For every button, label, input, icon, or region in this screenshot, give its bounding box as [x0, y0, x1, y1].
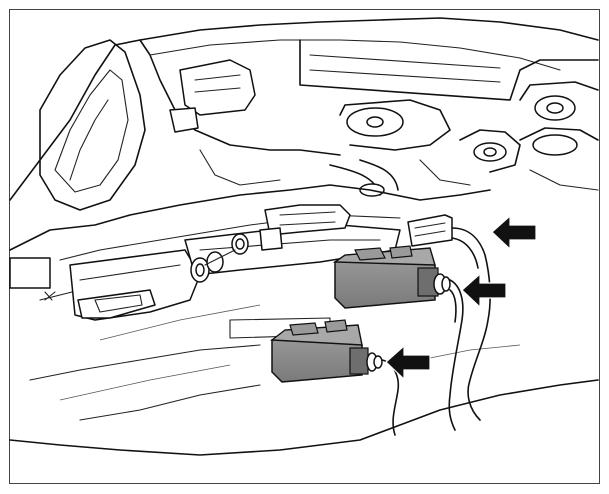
upper-structure [9, 17, 599, 211]
frame-border [9, 9, 600, 484]
arrow-left-icon [385, 344, 431, 381]
middle-module-connector [448, 279, 464, 431]
arrow-left-icon [491, 214, 537, 251]
fittings [190, 233, 249, 283]
callout-arrow-upper [491, 214, 537, 251]
lower-module [270, 319, 383, 383]
callout-arrow-middle [461, 272, 507, 309]
callout-arrow-lower [385, 344, 431, 381]
middle-module [332, 245, 451, 309]
arrow-left-icon [461, 272, 507, 309]
upper-connector [407, 214, 491, 421]
